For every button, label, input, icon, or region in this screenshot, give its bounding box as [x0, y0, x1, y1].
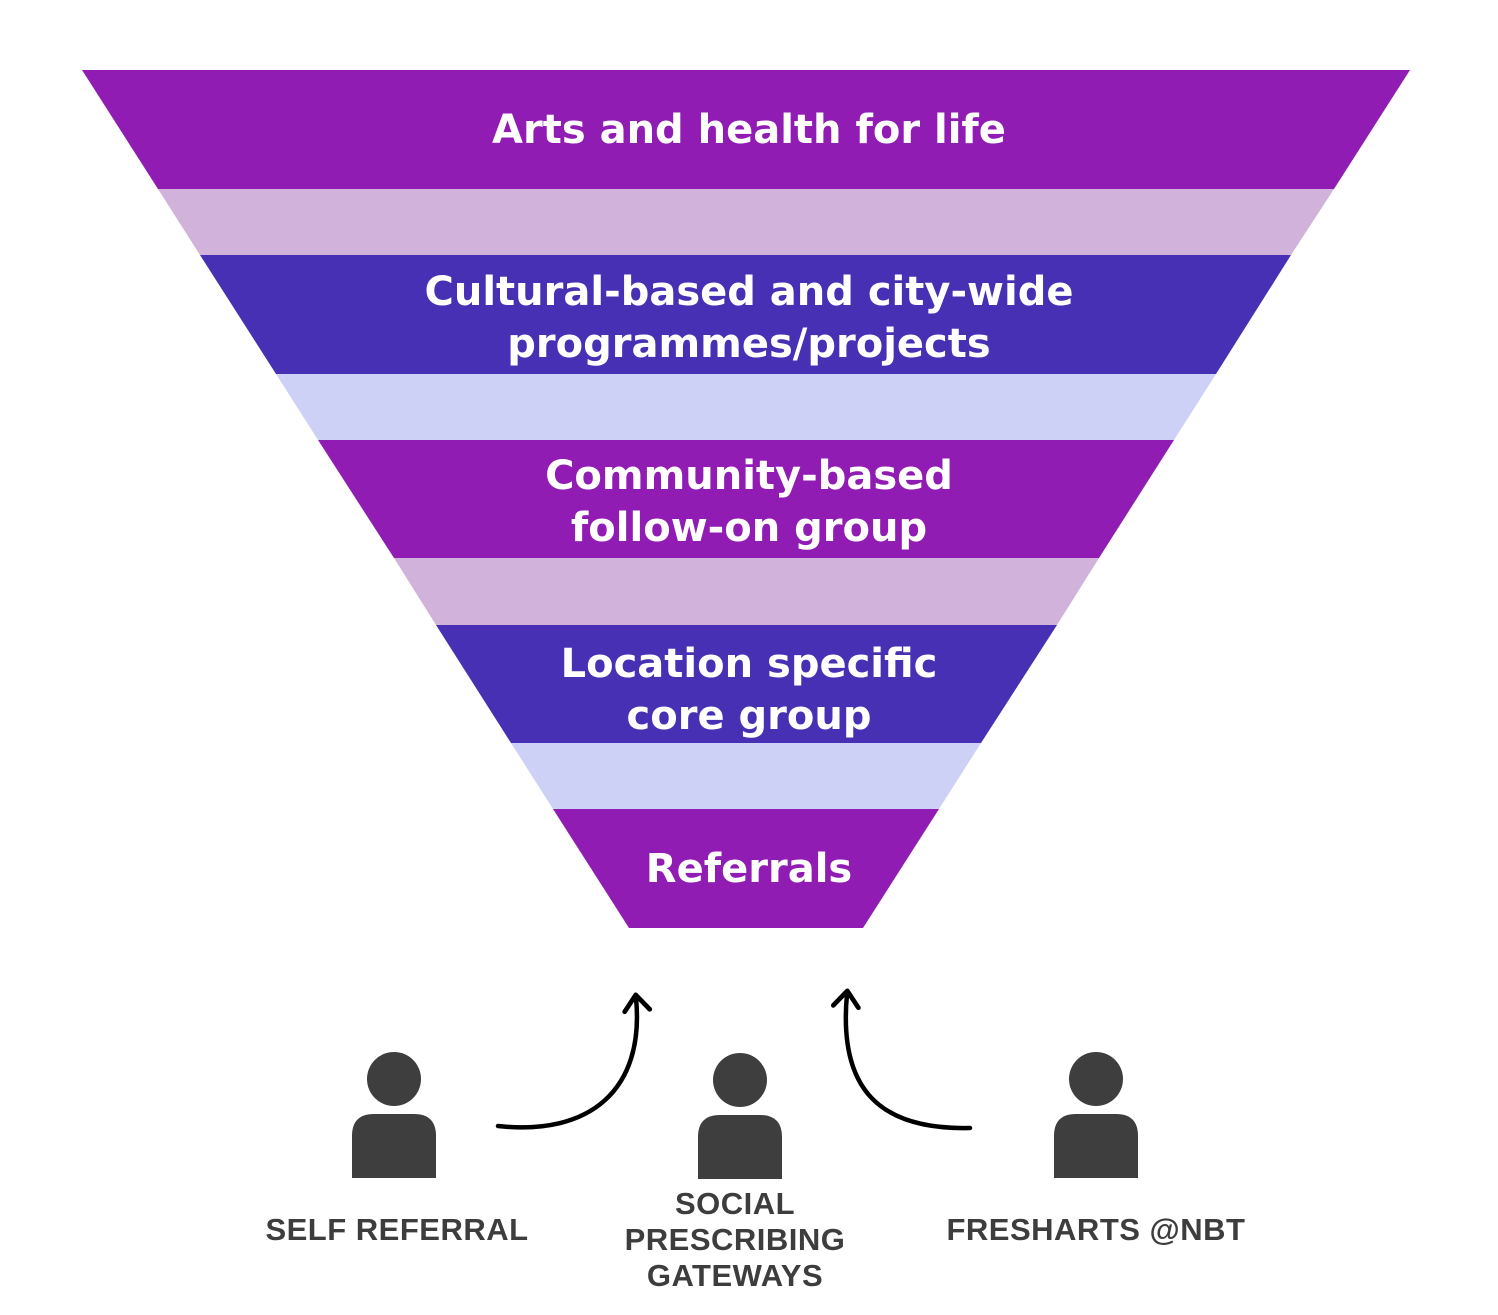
tier-label-referrals: Referrals: [645, 846, 853, 892]
source-label-social-prescribing: SOCIAL PRESCRIBING GATEWAYS: [624, 1186, 846, 1293]
tier-2-shape: [200, 255, 1291, 374]
tier-label-arts-health: Arts and health for life: [492, 107, 1006, 153]
tier-label-location: Location specific core group: [560, 641, 938, 739]
arrow-right: [830, 988, 973, 1131]
band-2-3: [276, 374, 1216, 440]
band-3-4: [394, 558, 1099, 625]
person-icon: [1054, 1052, 1138, 1178]
band-4-5: [511, 743, 981, 809]
person-icon: [352, 1052, 436, 1178]
band-1-2: [158, 189, 1334, 255]
tier-5-shape: [553, 809, 939, 928]
tier-3-shape: [318, 440, 1174, 558]
source-label-self-referral: SELF REFERRAL: [265, 1212, 529, 1247]
arrow-left: [495, 992, 653, 1130]
tier-label-community: Community-based follow-on group: [545, 453, 953, 551]
source-label-fresharts: FRESHARTS @NBT: [946, 1212, 1246, 1247]
tier-4-shape: [436, 625, 1057, 743]
tier-label-cultural: Cultural-based and city-wide programmes/…: [424, 269, 1074, 367]
person-icon: [698, 1053, 782, 1179]
tier-1-shape: [82, 70, 1410, 189]
